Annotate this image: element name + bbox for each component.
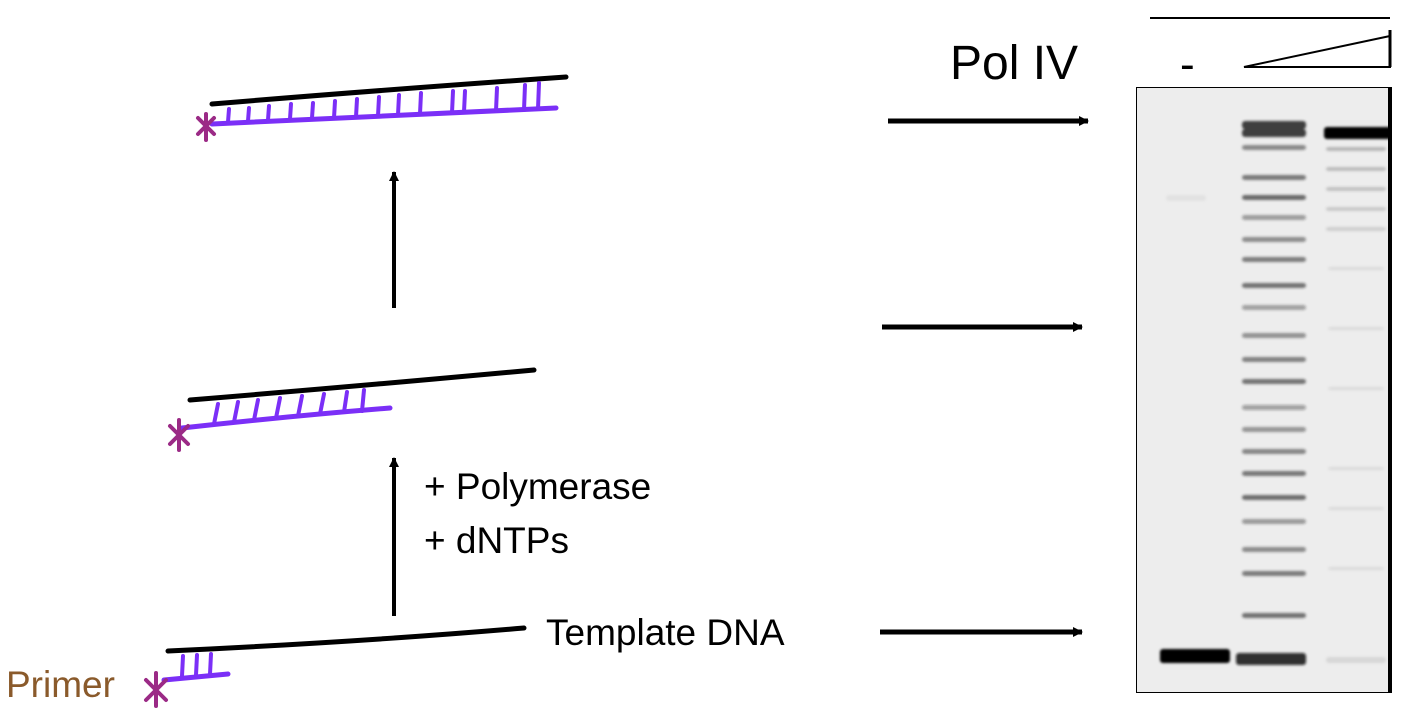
gel-band (1324, 127, 1392, 139)
label-star-icon (196, 112, 216, 142)
gel-band (1242, 237, 1306, 242)
template-dna-label: Template DNA (546, 612, 785, 653)
gel-band (1242, 283, 1306, 288)
gel-band (1242, 129, 1306, 137)
gel-band (1326, 227, 1386, 231)
gel-band (1242, 519, 1306, 524)
pol-iv-label: Pol IV (950, 37, 1079, 90)
gel-band (1242, 547, 1306, 552)
partial-extension-duplex (168, 367, 537, 452)
gel-band (1242, 405, 1306, 410)
gel-band (1242, 257, 1306, 262)
primer-strand-top (209, 105, 559, 127)
gel-band (1328, 327, 1384, 330)
gel-band (1328, 267, 1384, 270)
gel-band (1326, 167, 1386, 171)
concentration-wedge (1243, 34, 1391, 68)
base-pairs-middle (212, 388, 366, 426)
gel-band (1242, 357, 1306, 362)
gel-band (1242, 571, 1306, 576)
gel-lanes (1160, 121, 1392, 665)
label-star-icon (144, 671, 168, 708)
template-strand-bottom (165, 625, 527, 654)
gel-band (1328, 387, 1384, 390)
label-star-icon (168, 418, 190, 452)
gel-band (1236, 653, 1306, 665)
gel-band (1160, 649, 1230, 663)
gel-band (1242, 449, 1306, 454)
gel-band (1326, 147, 1386, 151)
gel-band (1242, 145, 1306, 150)
primer-strand-bottom (161, 671, 231, 683)
primer-template-duplex (144, 625, 527, 708)
gel-band (1242, 175, 1306, 180)
polymerase-label: + Polymerase (424, 466, 652, 507)
gel-band (1326, 187, 1386, 191)
gel-band (1326, 657, 1386, 663)
no-enzyme-lane-label: - (1180, 40, 1195, 89)
gel-band (1242, 195, 1306, 200)
full-extension-duplex (196, 74, 569, 142)
gel-band (1326, 207, 1386, 211)
gel-band (1242, 215, 1306, 220)
primer-strand-middle (179, 405, 393, 431)
gel-band (1166, 195, 1206, 201)
dntps-label: + dNTPs (424, 520, 569, 561)
gel-image (1136, 87, 1392, 693)
gel-band (1242, 495, 1306, 500)
gel-band (1242, 379, 1306, 384)
base-pairs-bottom (180, 652, 213, 678)
base-pairs-top (226, 81, 541, 124)
template-strand-top (209, 74, 569, 107)
gel-band (1242, 305, 1306, 310)
gel-band (1328, 567, 1384, 570)
gel-band (1328, 467, 1384, 470)
primer-label: Primer (6, 664, 115, 705)
gel-band (1242, 121, 1306, 129)
gel-band (1242, 471, 1306, 476)
gel-band (1242, 427, 1306, 432)
template-strand-middle (187, 367, 537, 403)
gel-band (1242, 333, 1306, 338)
gel-band (1242, 613, 1306, 618)
gel-band (1328, 507, 1384, 510)
